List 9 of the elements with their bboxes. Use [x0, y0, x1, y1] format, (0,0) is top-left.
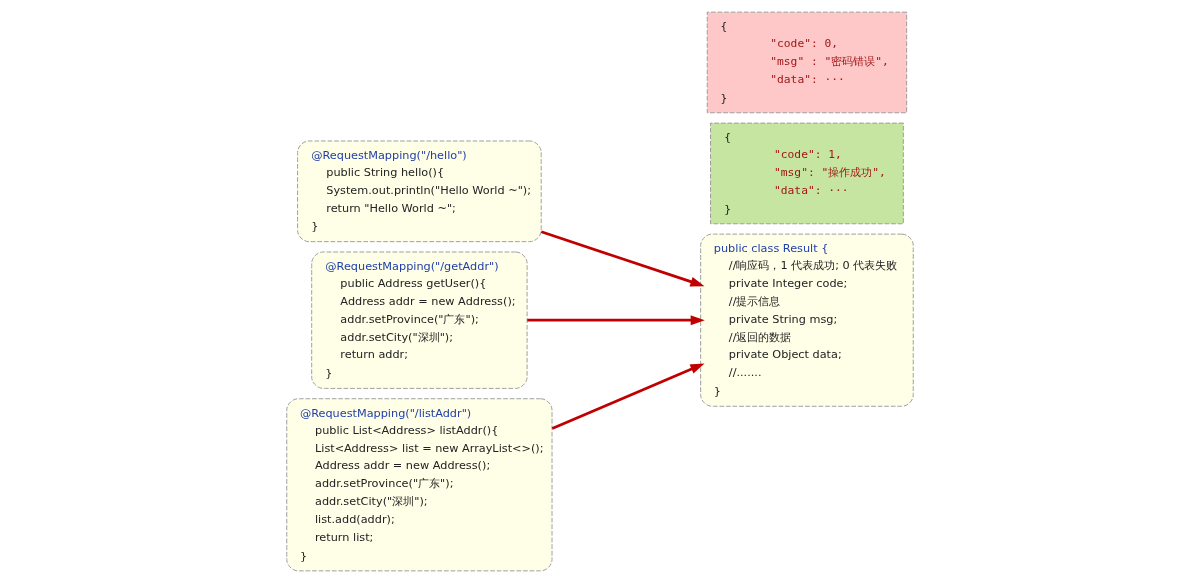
arrow: [551, 363, 705, 430]
arrow: [540, 230, 705, 287]
node-box: public class Result { //响应码，1 代表成功; 0 代表失败 private Integer code; //提示信息 private String msg; //返回的数据 private Object data; //....... }: [700, 233, 914, 407]
node-box: @RequestMapping("/getAddr") public Address getUser(){ Address addr = new Address(); addr.setProvince("广东"); addr.setCity("深圳"); return addr; }: [311, 251, 528, 389]
node-box: @RequestMapping("/hello") public String hello(){ System.out.println("Hello World ~"); return "Hello World ~"; }: [297, 140, 542, 243]
node-box: { "code": 1, "msg": "操作成功", "data": ··· }: [710, 122, 904, 225]
node-box: @RequestMapping("/listAddr") public List<Address> listAddr(){ List<Address> list = new ArrayList<>(); Address addr = new Address(); addr.setProvince("广东"); addr.setCity("深圳"); list.add(addr); return list; }: [286, 398, 553, 572]
arrow: [527, 315, 705, 326]
node-box: { "code": 0, "msg" : "密码错误", "data": ··· }: [706, 11, 908, 114]
